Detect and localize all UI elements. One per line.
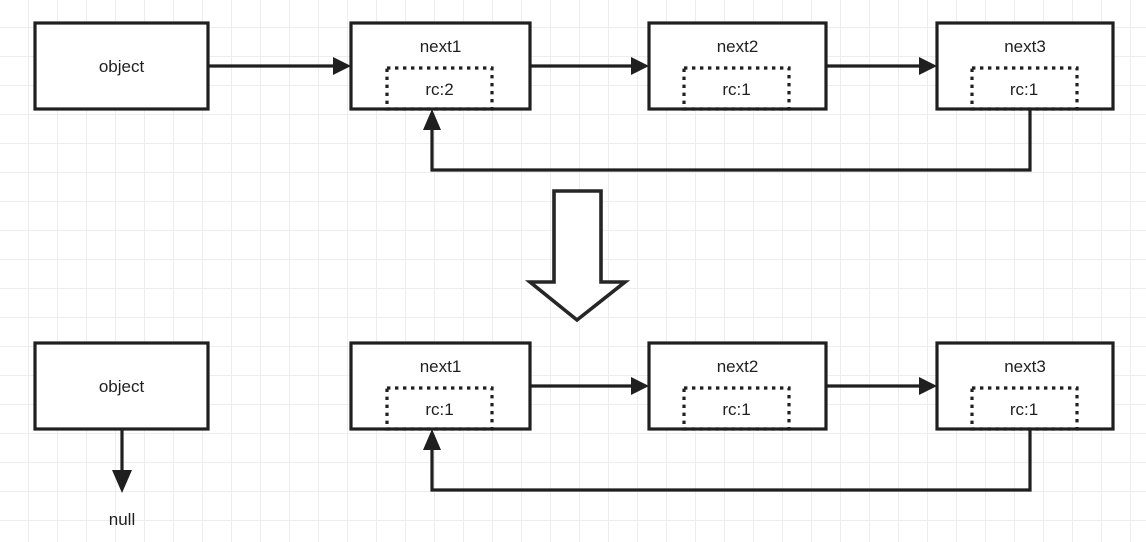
edge-next2-to-next3-bottom (826, 377, 937, 395)
null-label: null (109, 510, 135, 529)
node-next2-bottom[interactable]: next2 rc:1 (647, 341, 828, 431)
down-block-arrow-icon (524, 189, 631, 323)
refcount-label: rc:1 (1010, 400, 1038, 419)
node-next1-bottom[interactable]: next1 rc:1 (349, 341, 532, 431)
state-before: object next1 rc:2 next2 rc:1 next3 (33, 21, 1115, 172)
node-box (935, 21, 1115, 111)
arrowhead-icon (333, 57, 351, 75)
edge-next1-to-next2-bottom (530, 377, 649, 395)
node-next2-top[interactable]: next2 rc:1 (647, 21, 828, 111)
node-next3-top[interactable]: next3 rc:1 (935, 21, 1115, 111)
edge-object-to-null-bottom (112, 429, 132, 493)
node-label: next3 (1004, 37, 1046, 56)
arrowhead-icon (423, 109, 441, 130)
edge-next1-to-next2-top (530, 57, 649, 75)
edge-object-to-next1-top (208, 57, 351, 75)
edge-next2-to-next3-top (826, 57, 937, 75)
node-label: next2 (717, 37, 759, 56)
node-label: object (99, 377, 145, 396)
refcount-label: rc:1 (722, 400, 750, 419)
transition-block-arrow (524, 189, 631, 323)
arrowhead-icon (919, 57, 937, 75)
arrowhead-icon (631, 57, 649, 75)
refcount-label: rc:1 (722, 80, 750, 99)
state-after: object next1 rc:1 next2 rc:1 next3 (33, 341, 1115, 529)
node-next1-top[interactable]: next1 rc:2 (349, 21, 532, 111)
node-label: next2 (717, 357, 759, 376)
refcount-label: rc:1 (425, 400, 453, 419)
node-label: next1 (420, 357, 462, 376)
node-label: object (99, 57, 145, 76)
node-box (647, 21, 828, 111)
node-box (349, 21, 532, 111)
edge-next3-to-next1-loop-top (423, 109, 1032, 172)
node-object-bottom[interactable]: object (33, 341, 210, 431)
node-label: next1 (420, 37, 462, 56)
node-object-top[interactable]: object (33, 21, 210, 111)
arrowhead-icon (423, 429, 441, 450)
refcount-label: rc:1 (1010, 80, 1038, 99)
node-box (33, 21, 210, 111)
refcount-label: rc:2 (425, 80, 453, 99)
edge-next3-to-next1-loop-bottom (423, 429, 1032, 492)
node-box (349, 341, 532, 431)
node-label: next3 (1004, 357, 1046, 376)
node-next3-bottom[interactable]: next3 rc:1 (935, 341, 1115, 431)
arrowhead-icon (919, 377, 937, 395)
arrowhead-icon (631, 377, 649, 395)
arrowhead-icon (112, 470, 132, 493)
